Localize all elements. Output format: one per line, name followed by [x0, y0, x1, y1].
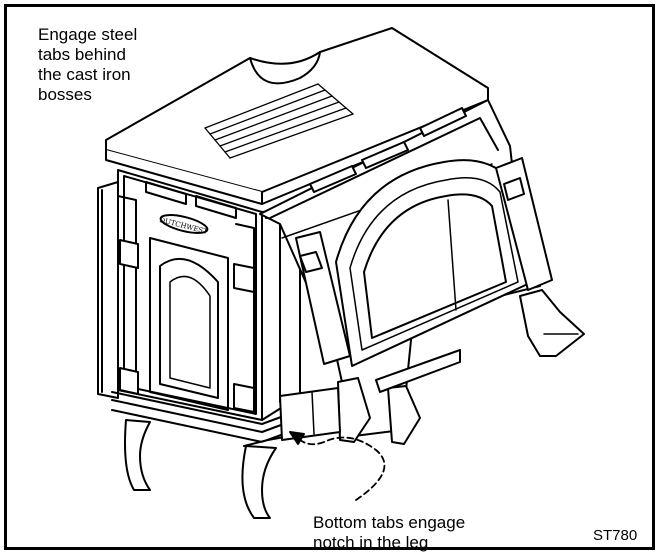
stove-top-plate	[105, 27, 489, 205]
leg-notch-arrow	[289, 431, 386, 501]
callout-line-1: Bottom tabs engage	[313, 513, 466, 532]
tab-engagement-callout: Engage steel tabs behind the cast iron b…	[38, 25, 137, 105]
stove-front-body: DUTCHWEST	[97, 169, 301, 443]
bottom-tabs-callout: Bottom tabs engage notch in the leg	[313, 513, 465, 553]
callout-line-2: notch in the leg	[313, 533, 429, 552]
side-panel-removed	[259, 99, 585, 445]
figure-code: ST780	[593, 527, 638, 544]
stove-legs	[124, 419, 301, 519]
callout-line-3: the cast iron	[38, 65, 131, 84]
callout-line-1: Engage steel	[38, 25, 138, 44]
callout-line-4: bosses	[38, 85, 92, 104]
stove-rear-body	[279, 387, 341, 441]
callout-line-2: tabs behind	[38, 45, 126, 64]
